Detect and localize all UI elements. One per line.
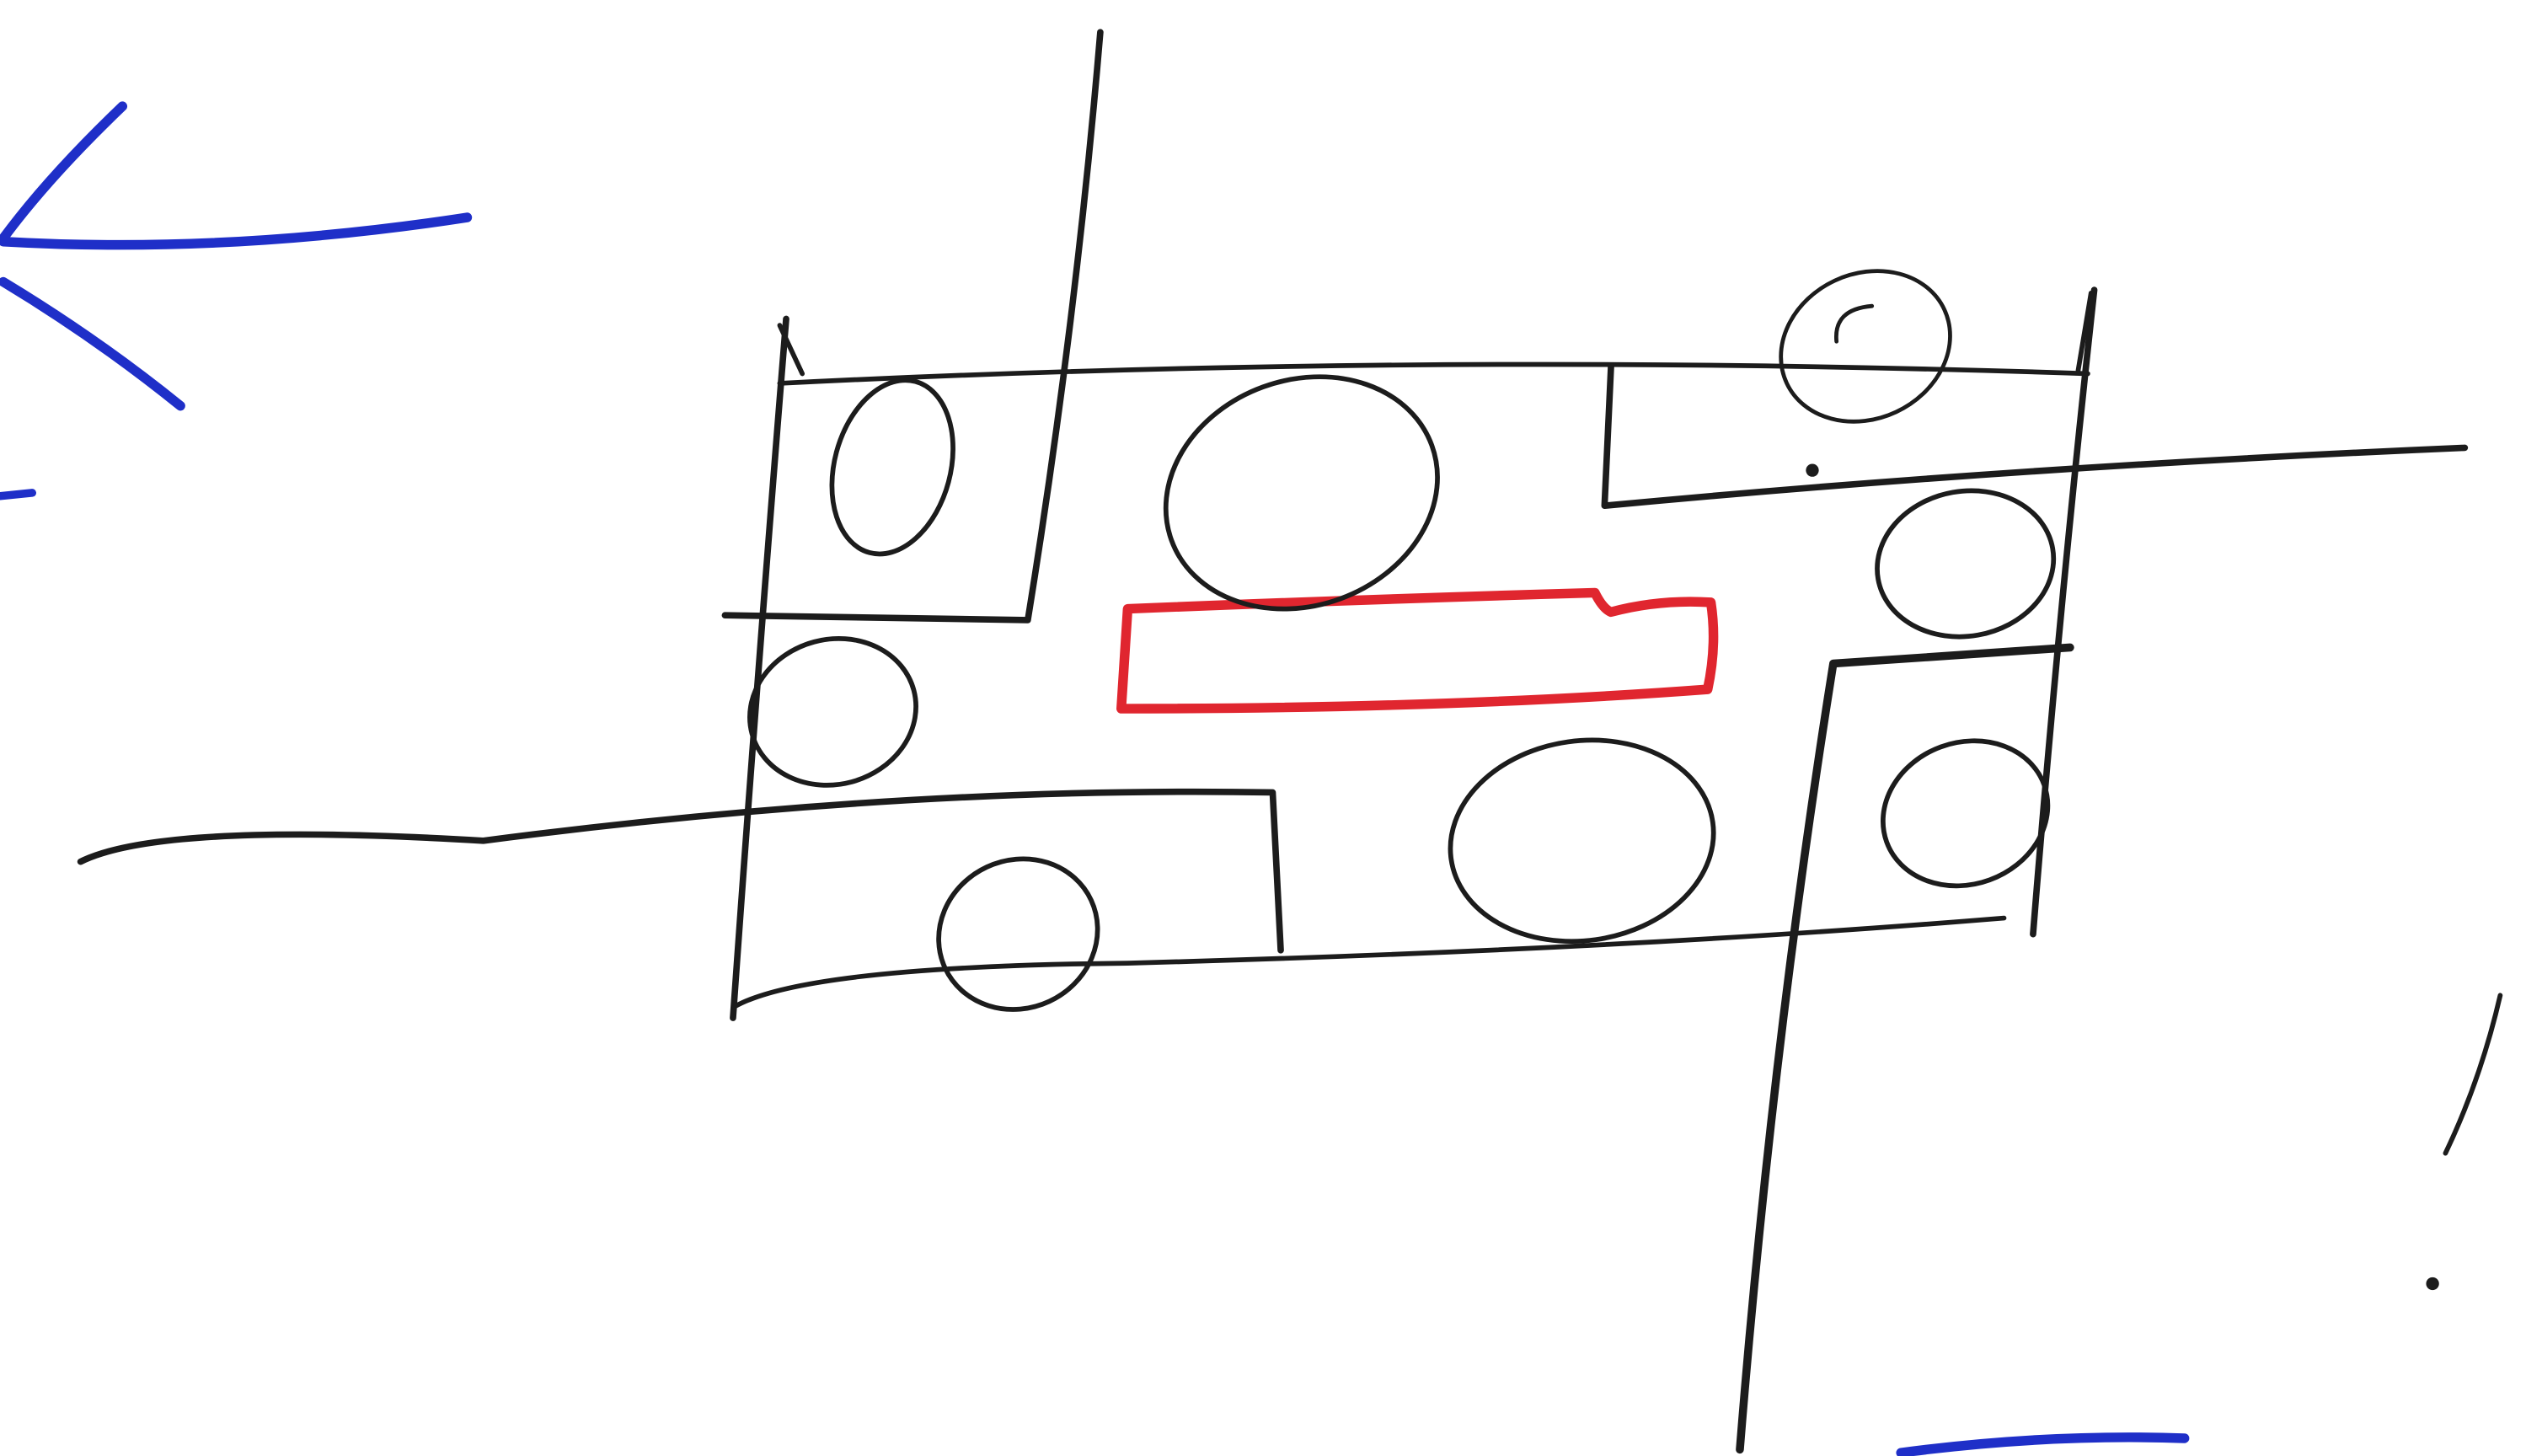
arrow-head-upper <box>3 106 122 238</box>
blue-mark <box>0 493 32 496</box>
arrow-head-lower <box>3 282 180 406</box>
right-stroke <box>2445 995 2500 1153</box>
rect-top-edge <box>779 364 2088 383</box>
line-left-horizontal <box>81 792 1281 950</box>
oval-1 <box>814 367 971 568</box>
dot-1 <box>1806 464 1818 477</box>
red-center-bar <box>1121 592 1714 709</box>
oval-3 <box>1756 244 1975 448</box>
oval-3-inner-curl <box>1836 306 1871 341</box>
oval-8 <box>914 833 1123 1036</box>
dot-2 <box>2426 1277 2438 1290</box>
oval-5 <box>1865 477 2065 650</box>
rect-left-edge <box>733 318 786 1018</box>
oval-6 <box>1437 724 1727 958</box>
line-top-right-notch <box>1604 367 2464 506</box>
rect-bottom-edge <box>735 918 2004 1007</box>
arrow-shaft <box>3 217 468 245</box>
blue-bottom-stroke <box>1901 1437 2185 1453</box>
ovals <box>733 244 2068 1035</box>
blue-left-arrow <box>3 106 468 406</box>
